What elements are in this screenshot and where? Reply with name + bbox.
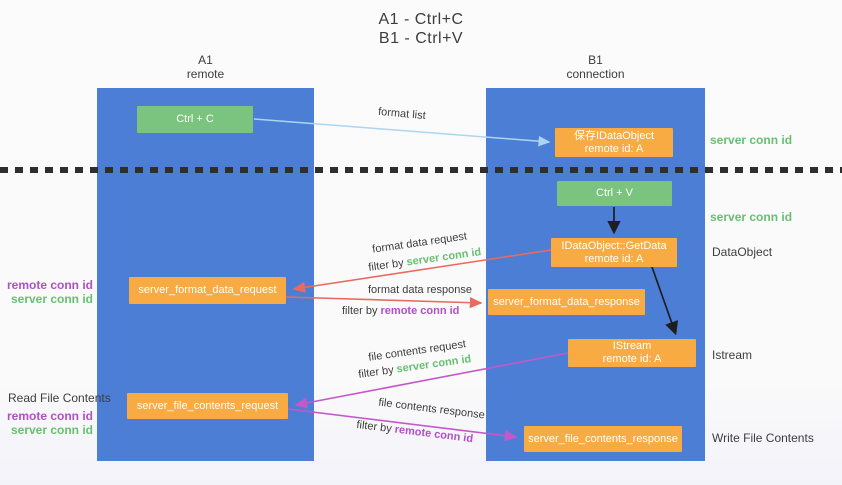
arrow-format-data-response bbox=[285, 296, 483, 309]
filter-prefix-2: filter by bbox=[342, 305, 378, 317]
server-format-data-request-node: server_format_data_request bbox=[129, 277, 286, 304]
left-read-file-contents-label: Read File Contents bbox=[8, 391, 111, 405]
server-file-contents-response-label: server_file_contents_response bbox=[528, 432, 678, 445]
istream-line1: IStream bbox=[612, 340, 652, 352]
file-contents-response-label: file contents response bbox=[377, 396, 486, 422]
istream-line2: remote id: A bbox=[602, 353, 662, 365]
right-dataobject-label: DataObject bbox=[712, 245, 773, 259]
left-server-conn-id-top: server conn id bbox=[10, 292, 93, 306]
copy-paste-divider-dashed-line bbox=[0, 167, 842, 173]
ctrl-c-label: Ctrl + C bbox=[176, 113, 214, 125]
istream-node: IStream remote id: A bbox=[568, 339, 696, 367]
server-format-data-response-label: server_format_data_response bbox=[493, 295, 640, 308]
title-line-2: B1 - Ctrl+V bbox=[378, 30, 464, 47]
left-remote-conn-id-bottom: remote conn id bbox=[6, 409, 93, 423]
right-server-conn-id-top: server conn id bbox=[710, 133, 793, 147]
getdata-node: IDataObject::GetData remote id: A bbox=[551, 238, 677, 267]
filter-target-4: remote conn id bbox=[394, 423, 474, 446]
save-idataobject-line2: remote id: A bbox=[584, 142, 644, 155]
filter-prefix-3: filter by bbox=[357, 364, 395, 381]
right-write-file-contents-label: Write File Contents bbox=[712, 431, 814, 445]
title-line-1: A1 - Ctrl+C bbox=[378, 11, 464, 28]
lane-a1-name: A1 bbox=[198, 53, 213, 67]
server-format-data-response-node: server_format_data_response bbox=[488, 289, 645, 315]
ctrl-v-node: Ctrl + V bbox=[557, 181, 672, 206]
ctrl-v-label: Ctrl + V bbox=[596, 187, 633, 199]
filter-by-remote-conn-id-label-2: filter by remote conn id bbox=[356, 419, 474, 446]
lane-b1-header: B1 connection bbox=[486, 53, 705, 81]
save-idataobject-line1: 保存IDataObject bbox=[573, 129, 655, 142]
format-data-response-label: format data response bbox=[368, 284, 472, 296]
left-remote-conn-id-top: remote conn id bbox=[6, 278, 93, 292]
getdata-line2: remote id: A bbox=[584, 252, 644, 265]
filter-by-remote-conn-id-label-1: filter by remote conn id bbox=[342, 305, 459, 318]
lane-b1-name: B1 bbox=[588, 53, 603, 67]
right-istream-label: Istream bbox=[712, 348, 753, 362]
format-list-label: format list bbox=[377, 105, 427, 123]
left-conn-id-group-bottom: remote conn id server conn id bbox=[7, 409, 93, 437]
server-file-contents-request-node: server_file_contents_request bbox=[127, 393, 288, 419]
diagram-title: A1 - Ctrl+C B1 - Ctrl+V bbox=[0, 10, 842, 48]
filter-prefix-4: filter by bbox=[355, 418, 393, 436]
ctrl-c-node: Ctrl + C bbox=[137, 106, 253, 133]
right-server-conn-id-mid: server conn id bbox=[710, 210, 793, 224]
left-server-conn-id-bottom: server conn id bbox=[10, 423, 93, 437]
lane-a1-subtitle: remote bbox=[186, 67, 225, 81]
server-format-data-request-label: server_format_data_request bbox=[138, 284, 277, 296]
filter-prefix-1: filter by bbox=[367, 257, 405, 274]
lane-b1-subtitle: connection bbox=[566, 67, 625, 81]
lane-a1-header: A1 remote bbox=[97, 53, 314, 81]
filter-target-2: remote conn id bbox=[380, 305, 460, 317]
server-file-contents-response-node: server_file_contents_response bbox=[524, 426, 682, 452]
left-conn-id-group-top: remote conn id server conn id bbox=[7, 278, 93, 306]
server-file-contents-request-label: server_file_contents_request bbox=[136, 399, 279, 412]
save-idataobject-node: 保存IDataObject remote id: A bbox=[555, 128, 673, 157]
getdata-line1: IDataObject::GetData bbox=[561, 239, 667, 252]
